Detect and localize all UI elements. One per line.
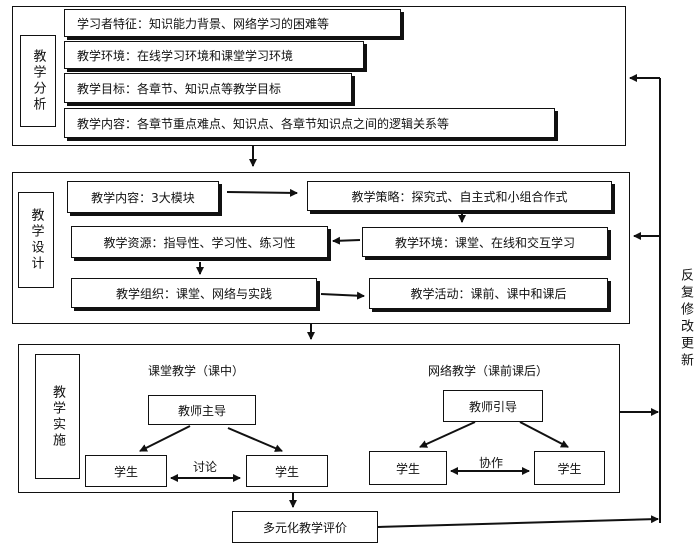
classroom-student-left-box: 学生 [85, 455, 167, 487]
design-organization-box: 教学组织：课堂、网络与实践 [71, 278, 317, 308]
analysis-goal-box: 教学目标：各章节、知识点等教学目标 [64, 73, 352, 103]
online-title: 网络教学（课前课后） [428, 364, 549, 378]
online-teacher-box: 教师引导 [443, 390, 543, 422]
classroom-student-right-box: 学生 [246, 455, 328, 487]
design-label: 教学设计 [18, 192, 54, 288]
design-activity-box: 教学活动：课前、课中和课后 [369, 278, 608, 309]
feedback-label: 反复修改更新 [678, 268, 693, 370]
arrow-evaluation-to-feedback [377, 515, 659, 528]
evaluation-box: 多元化教学评价 [232, 511, 378, 543]
classroom-teacher-box: 教师主导 [148, 395, 256, 425]
design-resources-box: 教学资源：指导性、学习性、练习性 [71, 226, 328, 258]
analysis-environment-box: 教学环境：在线学习环境和课堂学习环境 [64, 41, 364, 69]
analysis-label: 教学分析 [20, 35, 56, 127]
design-frame [12, 172, 630, 324]
analysis-content-box: 教学内容：各章节重点难点、知识点、各章节知识点之间的逻辑关系等 [64, 108, 555, 138]
classroom-title: 课堂教学（课中） [148, 364, 245, 378]
analysis-learner-box: 学习者特征：知识能力背景、网络学习的困难等 [64, 9, 401, 37]
online-student-right-box: 学生 [534, 451, 605, 485]
design-strategy-box: 教学策略：探究式、自主式和小组合作式 [307, 181, 612, 211]
implementation-label: 教学实施 [35, 354, 80, 479]
design-environment-box: 教学环境：课堂、在线和交互学习 [362, 227, 608, 257]
classroom-discussion-label: 讨论 [193, 460, 218, 474]
online-collaboration-label: 协作 [479, 456, 504, 470]
analysis-frame [12, 6, 626, 146]
design-content-box: 教学内容：3大模块 [67, 181, 219, 213]
online-student-left-box: 学生 [369, 451, 447, 485]
implementation-frame [18, 344, 620, 493]
